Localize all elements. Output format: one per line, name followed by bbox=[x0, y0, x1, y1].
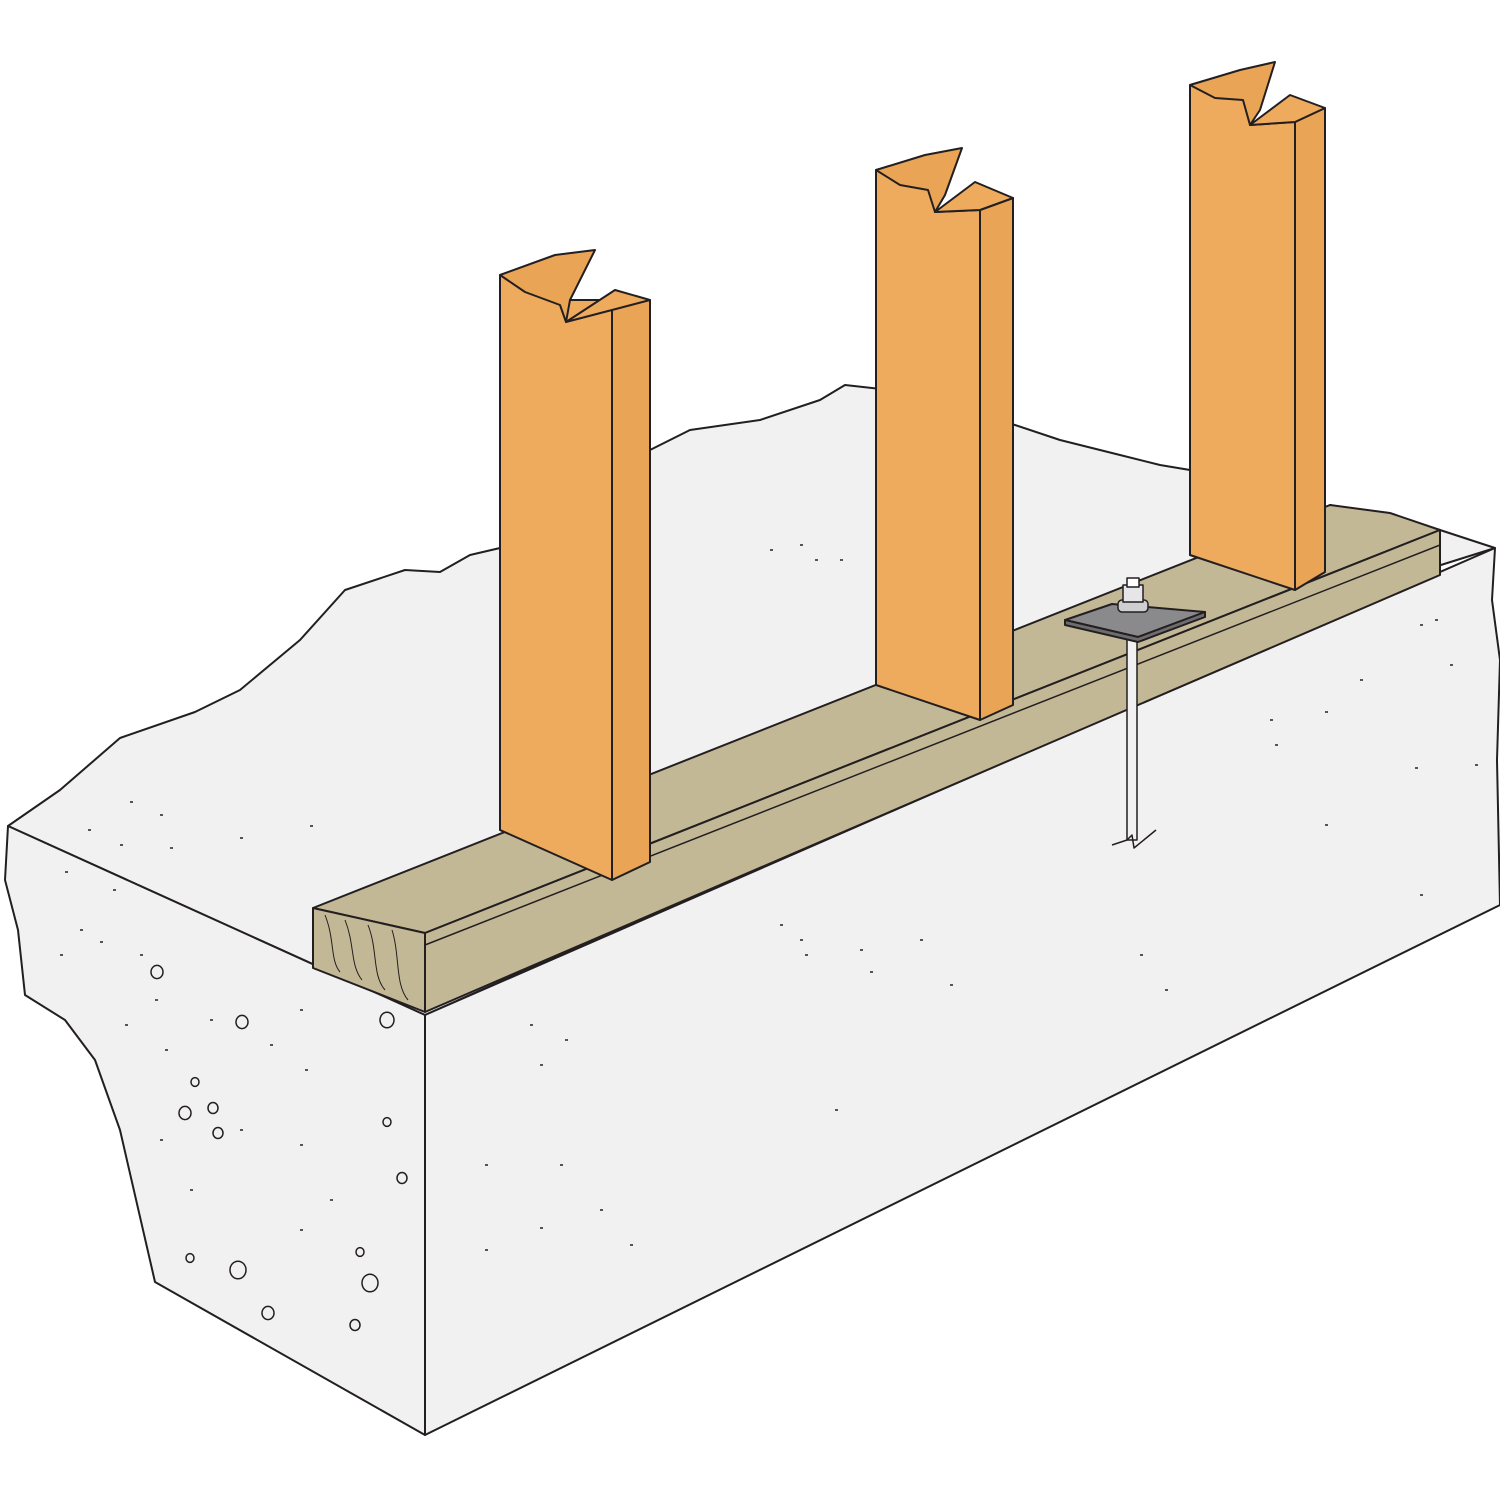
pebble bbox=[361, 1273, 379, 1293]
pebble bbox=[150, 964, 164, 980]
pebble bbox=[207, 1101, 219, 1115]
stud-2 bbox=[875, 147, 1014, 721]
pebble bbox=[229, 1260, 247, 1280]
anchor-rod bbox=[1126, 629, 1138, 841]
anchor-bolt-tip bbox=[1126, 577, 1140, 588]
pebble bbox=[178, 1105, 192, 1121]
pebble bbox=[382, 1116, 392, 1128]
concrete-broken-end-face bbox=[4, 825, 426, 1436]
sill-plate-end-grain bbox=[312, 907, 426, 1013]
stud-1 bbox=[499, 249, 651, 881]
pebble bbox=[235, 1014, 249, 1030]
anchor-plate-edge bbox=[1064, 611, 1206, 643]
concrete-front-face bbox=[424, 547, 1500, 1436]
pebble bbox=[185, 1252, 195, 1264]
anchor-bolt bbox=[1064, 577, 1206, 849]
pebble bbox=[190, 1076, 200, 1088]
pebble bbox=[355, 1246, 365, 1258]
stud-3 bbox=[1189, 61, 1326, 591]
pebble bbox=[212, 1126, 224, 1140]
pebble bbox=[261, 1305, 275, 1321]
pebble bbox=[349, 1318, 361, 1332]
sill-plate-edge-line bbox=[424, 544, 1441, 946]
pebble bbox=[396, 1171, 408, 1185]
pebble bbox=[379, 1011, 395, 1029]
end-grain-lines bbox=[324, 914, 409, 1001]
anchor-rod-break bbox=[1111, 829, 1157, 849]
concrete-aggregate-specks bbox=[60, 544, 1478, 1332]
